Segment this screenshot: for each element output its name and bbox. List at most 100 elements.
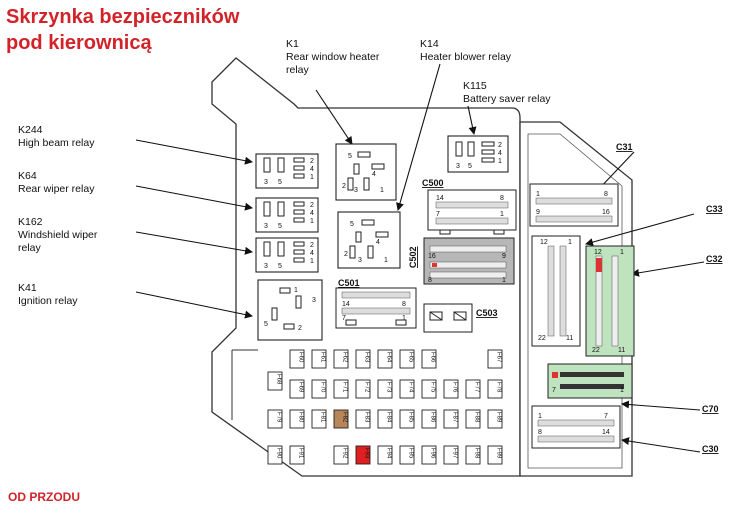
- svg-text:F88: F88: [474, 412, 480, 423]
- svg-text:F94: F94: [386, 448, 392, 459]
- fuse-f72: F72: [355, 379, 371, 399]
- fuse-f68: F68: [267, 371, 283, 391]
- fuse-f77: F77: [465, 379, 481, 399]
- svg-text:4: 4: [376, 239, 380, 246]
- k41-label: K41 Ignition relay: [18, 282, 78, 307]
- fuse-f73: F73: [377, 379, 393, 399]
- svg-text:2: 2: [344, 251, 348, 258]
- svg-text:F66: F66: [430, 352, 436, 363]
- fuse-f90: F90: [267, 445, 283, 465]
- svg-text:4: 4: [310, 250, 314, 257]
- c501-label: C501: [338, 278, 360, 288]
- svg-text:F85: F85: [408, 412, 414, 423]
- svg-text:F77: F77: [474, 382, 480, 393]
- svg-text:1: 1: [568, 239, 572, 246]
- fuse-f62: F62: [333, 349, 349, 369]
- svg-text:5: 5: [350, 221, 354, 228]
- svg-text:1: 1: [498, 158, 502, 165]
- svg-text:F86: F86: [430, 412, 436, 423]
- fuse-f60: F60: [289, 349, 305, 369]
- svg-text:F60: F60: [298, 352, 304, 363]
- k244-label: K244 High beam relay: [18, 124, 95, 149]
- svg-text:3: 3: [312, 297, 316, 304]
- svg-text:1: 1: [310, 218, 314, 225]
- svg-text:F61: F61: [320, 352, 326, 363]
- fuse-f93: F93: [355, 445, 371, 465]
- k1-label: K1 Rear window heater relay: [286, 38, 380, 76]
- svg-text:F62: F62: [342, 352, 348, 363]
- svg-text:F96: F96: [430, 448, 436, 459]
- small-relays: [255, 153, 319, 273]
- svg-text:14: 14: [342, 301, 350, 308]
- svg-text:F84: F84: [386, 412, 392, 423]
- svg-text:3: 3: [358, 257, 362, 264]
- fuse-f79: F79: [267, 409, 283, 429]
- svg-text:3: 3: [264, 263, 268, 270]
- svg-text:12: 12: [540, 239, 548, 246]
- svg-text:F97: F97: [452, 448, 458, 459]
- svg-text:5: 5: [278, 263, 282, 270]
- svg-text:F76: F76: [452, 382, 458, 393]
- fuse-f87: F87: [443, 409, 459, 429]
- svg-text:7: 7: [604, 413, 608, 420]
- svg-text:F99: F99: [496, 448, 502, 459]
- svg-text:F73: F73: [386, 382, 392, 393]
- fuse-f86: F86: [421, 409, 437, 429]
- svg-text:8: 8: [428, 277, 432, 284]
- fuse-f82: F82: [333, 409, 349, 429]
- fuse-f84: F84: [377, 409, 393, 429]
- svg-text:F79: F79: [276, 412, 282, 423]
- svg-text:F92: F92: [342, 448, 348, 459]
- svg-text:3: 3: [264, 179, 268, 186]
- svg-text:F78: F78: [496, 382, 502, 393]
- fuse-f94: F94: [377, 445, 393, 465]
- svg-text:F87: F87: [452, 412, 458, 423]
- svg-text:22: 22: [592, 347, 600, 354]
- svg-text:F65: F65: [408, 352, 414, 363]
- c32-label: C32: [706, 254, 723, 264]
- fuse-f85: F85: [399, 409, 415, 429]
- fuse-f91: F91: [289, 445, 305, 465]
- svg-text:5: 5: [264, 321, 268, 328]
- fuse-f74: F74: [399, 379, 415, 399]
- svg-text:8: 8: [604, 191, 608, 198]
- svg-text:2: 2: [310, 242, 314, 249]
- fuse-f92: F92: [333, 445, 349, 465]
- svg-text:7: 7: [342, 315, 346, 322]
- diagram-title: Skrzynka bezpieczników pod kierownicą: [6, 4, 239, 56]
- c503-connector: [423, 303, 473, 333]
- fuse-f95: F95: [399, 445, 415, 465]
- fuse-f64: F64: [377, 349, 393, 369]
- fuse-f71: F71: [333, 379, 349, 399]
- svg-text:4: 4: [310, 210, 314, 217]
- svg-text:F75: F75: [430, 382, 436, 393]
- svg-text:5: 5: [468, 163, 472, 170]
- svg-text:F81: F81: [320, 412, 326, 423]
- svg-text:22: 22: [538, 335, 546, 342]
- svg-text:1: 1: [500, 211, 504, 218]
- svg-text:3: 3: [264, 223, 268, 230]
- svg-text:F63: F63: [364, 352, 370, 363]
- svg-text:F83: F83: [364, 412, 370, 423]
- svg-text:2: 2: [298, 325, 302, 332]
- connector-labels: C500 C501 C503 C31 C33 C32 C70 C30: [338, 142, 723, 454]
- svg-text:11: 11: [618, 347, 625, 354]
- svg-text:F74: F74: [408, 382, 414, 393]
- svg-text:1: 1: [402, 315, 406, 322]
- svg-text:F95: F95: [408, 448, 414, 459]
- fuse-f65: F65: [399, 349, 415, 369]
- k41-relay: [257, 279, 323, 341]
- svg-text:5: 5: [348, 153, 352, 160]
- fuse-f83: F83: [355, 409, 371, 429]
- svg-text:7: 7: [436, 211, 440, 218]
- svg-text:1: 1: [620, 387, 624, 394]
- svg-text:4: 4: [498, 150, 502, 157]
- k1-relay: [335, 143, 397, 201]
- svg-text:9: 9: [536, 209, 540, 216]
- svg-text:F64: F64: [386, 352, 392, 363]
- svg-text:2: 2: [342, 183, 346, 190]
